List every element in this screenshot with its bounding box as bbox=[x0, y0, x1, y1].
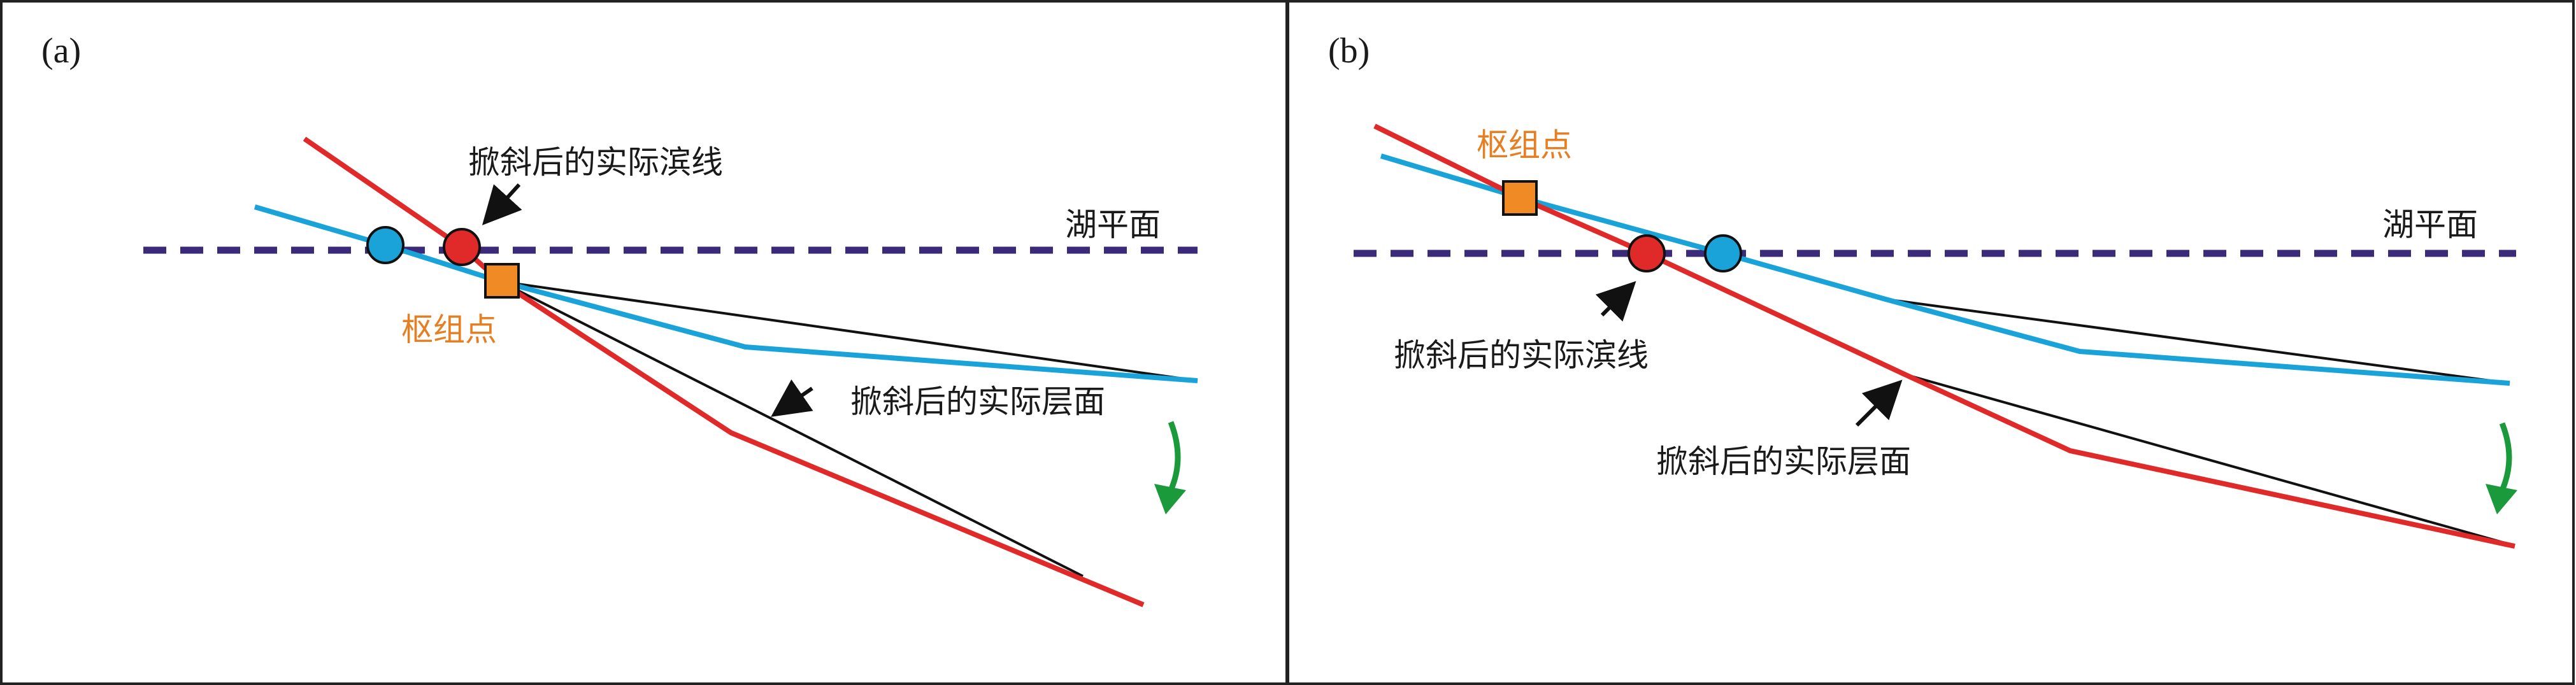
layer-arrow-icon bbox=[771, 379, 813, 417]
panel-a: (a) 湖平面 枢组点 掀斜后的实际滨线 掀斜后的实际层面 bbox=[0, 0, 1288, 685]
layer-arrow-icon bbox=[1855, 379, 1903, 427]
panel-b-frame bbox=[1287, 0, 2575, 685]
rotation-arrow-icon bbox=[1168, 421, 1181, 491]
original-layer-line-lower bbox=[1904, 373, 2510, 546]
shoreline-arrow-icon bbox=[1595, 281, 1636, 322]
red-circle-icon bbox=[1628, 234, 1666, 272]
panel-a-frame bbox=[0, 0, 1288, 685]
rotation-arrowhead-icon bbox=[2486, 484, 2517, 514]
lake-level-label: 湖平面 bbox=[2382, 206, 2478, 243]
red-surface-line bbox=[303, 136, 1145, 607]
rotation-arrow-icon bbox=[2499, 422, 2512, 491]
panel-b-label: (b) bbox=[1328, 31, 1370, 71]
hinge-label: 枢组点 bbox=[401, 311, 497, 348]
blue-surface-line bbox=[1380, 153, 2510, 386]
blue-circle-icon bbox=[1704, 234, 1742, 272]
hinge-label: 枢组点 bbox=[1477, 127, 1572, 164]
shoreline-label: 掀斜后的实际滨线 bbox=[1394, 337, 1649, 374]
original-layer-line-lower bbox=[499, 280, 1084, 577]
rotation-arrowhead-icon bbox=[1154, 484, 1186, 514]
panel-a-label: (a) bbox=[41, 31, 81, 71]
red-circle-icon bbox=[443, 228, 481, 266]
hinge-square-icon bbox=[484, 263, 520, 299]
shoreline-arrow-icon bbox=[482, 183, 522, 225]
original-layer-line bbox=[499, 280, 1198, 382]
red-surface-line bbox=[1373, 124, 2515, 549]
shoreline-label: 掀斜后的实际滨线 bbox=[468, 144, 723, 181]
layer-label: 掀斜后的实际层面 bbox=[1656, 443, 1911, 480]
original-layer-line bbox=[1885, 298, 2510, 385]
lake-level-label: 湖平面 bbox=[1065, 206, 1161, 243]
panel-b: (b) 湖平面 枢组点 掀斜后的实际滨线 掀斜后的实际层面 bbox=[1287, 0, 2575, 685]
hinge-square-icon bbox=[1502, 180, 1538, 216]
layer-label: 掀斜后的实际层面 bbox=[850, 383, 1105, 420]
blue-circle-icon bbox=[366, 226, 404, 264]
